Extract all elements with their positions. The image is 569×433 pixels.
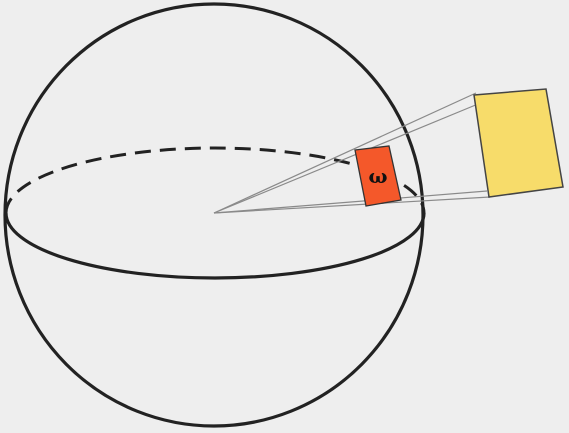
sphere-equator-back [4, 146, 426, 214]
surface-patch [354, 145, 402, 207]
ray-lower-outer [213, 196, 491, 214]
ray-lower-inner [213, 190, 488, 214]
ray-upper-inner [213, 103, 479, 214]
ray-upper-outer [213, 92, 477, 214]
far-patch [473, 88, 564, 198]
cone-rays [213, 92, 491, 214]
solid-angle-label: ω [368, 164, 387, 188]
sphere-equator-front [4, 212, 426, 280]
